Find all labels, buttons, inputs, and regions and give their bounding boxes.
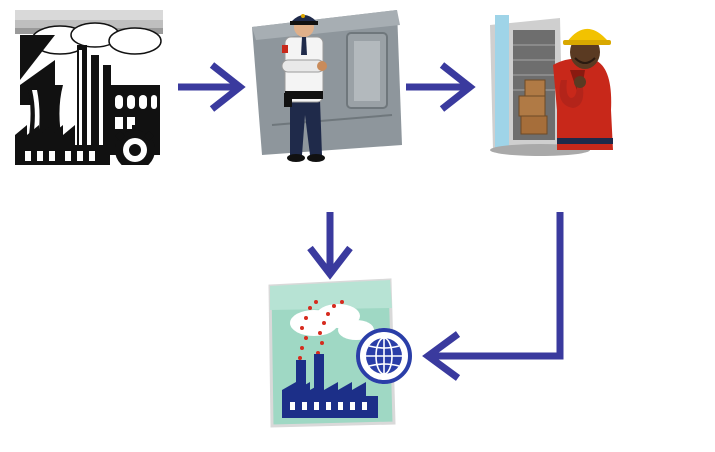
factory-with-globe-clipart-svg [268,278,412,428]
industrial-factory-clipart-icon [15,5,163,170]
industrial-factory-clipart-svg [15,5,163,170]
security-guard-clipart-icon [252,5,404,167]
arrow-worker-to-environmental-factory [422,212,564,381]
warehouse-worker-clipart-icon [485,10,625,160]
arrow-factory-to-guard [178,62,246,112]
arrow-guard-to-worker [406,62,476,112]
warehouse-worker-clipart-svg [490,15,613,156]
factory-with-globe-clipart-icon [262,278,424,428]
arrow-guard-to-environmental-factory [307,212,353,280]
security-guard-clipart-svg [252,10,402,162]
